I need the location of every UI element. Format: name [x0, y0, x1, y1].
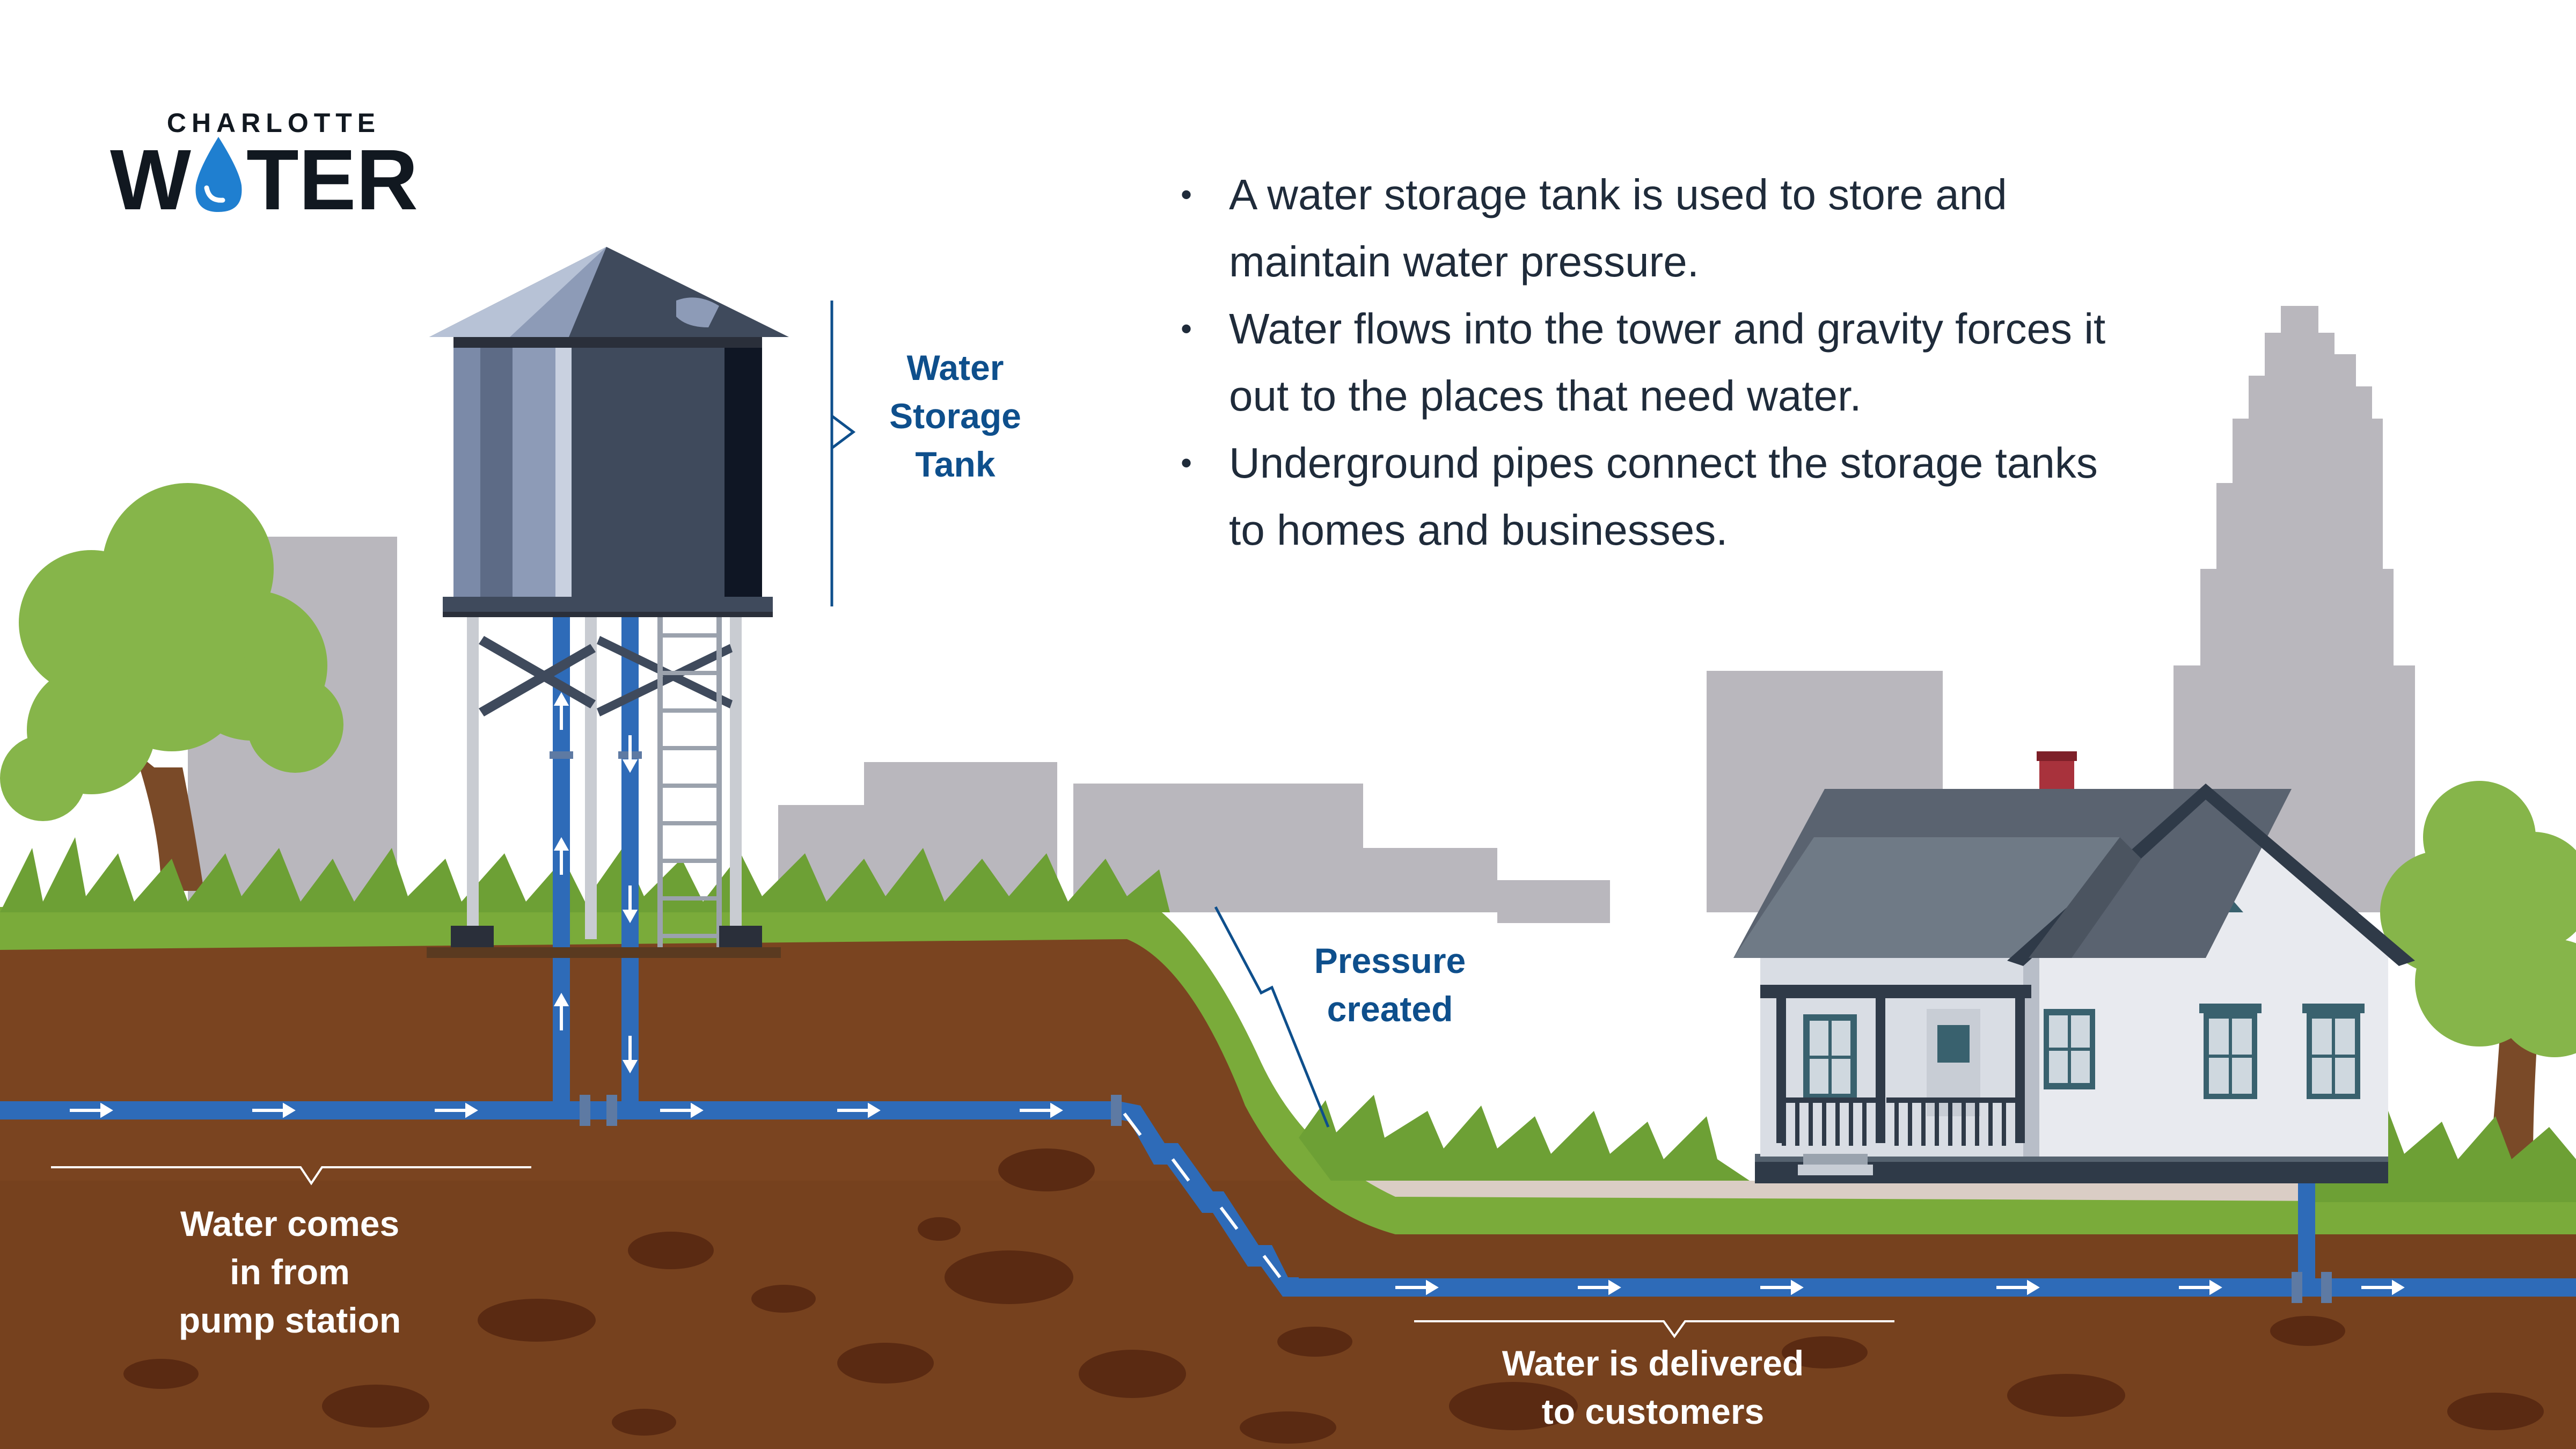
tree-right [2380, 781, 2576, 1159]
flow-arrow-diagonal-icon [1123, 1113, 1282, 1278]
label-line: created [1327, 989, 1453, 1029]
house-windows [1810, 1004, 2365, 1099]
water-drop-icon [195, 137, 242, 212]
house [1733, 751, 2415, 1183]
label-water-storage-tank: Water Storage Tank [869, 343, 1041, 488]
soil-rocks [123, 1148, 2544, 1444]
label-pressure-created: Pressure created [1288, 936, 1492, 1033]
logo-main-before: W [110, 131, 192, 228]
tree-left [0, 483, 343, 891]
flow-arrows [70, 692, 2405, 1296]
label-line: Water is delivered [1502, 1343, 1804, 1383]
label-line: Pressure [1314, 941, 1466, 980]
charlotte-water-logo: W TER [110, 131, 418, 228]
flow-arrow-up-icon [553, 692, 569, 1030]
label-delivered-customers: Water is delivered to customers [1438, 1339, 1868, 1436]
label-pump-station: Water comes in from pump station [129, 1199, 451, 1344]
label-line: to customers [1541, 1392, 1765, 1431]
bullet-item: Water flows into the tower and gravity f… [1175, 295, 2141, 429]
label-line: Water [906, 348, 1004, 387]
label-line: Tank [915, 444, 996, 484]
pressure-bracket [1214, 906, 1330, 1128]
bullet-item: Underground pipes connect the storage ta… [1175, 429, 2141, 564]
soil-ground [0, 934, 2576, 1449]
label-line: Water comes [180, 1204, 400, 1243]
tank-bracket [830, 301, 856, 606]
water-tower [427, 247, 789, 958]
label-line: in from [230, 1252, 350, 1292]
flow-arrow-down-icon [622, 735, 638, 1074]
flow-arrow-right-icon [70, 1102, 2405, 1296]
ladder [657, 614, 722, 947]
logo-top-text: CHARLOTTE [166, 108, 381, 138]
pipe-slope [1119, 1101, 1299, 1297]
info-bullets: A water storage tank is used to store an… [1175, 161, 2141, 564]
label-line: Storage [889, 396, 1021, 436]
logo-main-after: TER [246, 131, 419, 228]
bullet-item: A water storage tank is used to store an… [1175, 161, 2141, 295]
pipe-house [2298, 1181, 2315, 1288]
label-underlines [51, 1166, 1894, 1338]
label-line: pump station [178, 1300, 401, 1340]
